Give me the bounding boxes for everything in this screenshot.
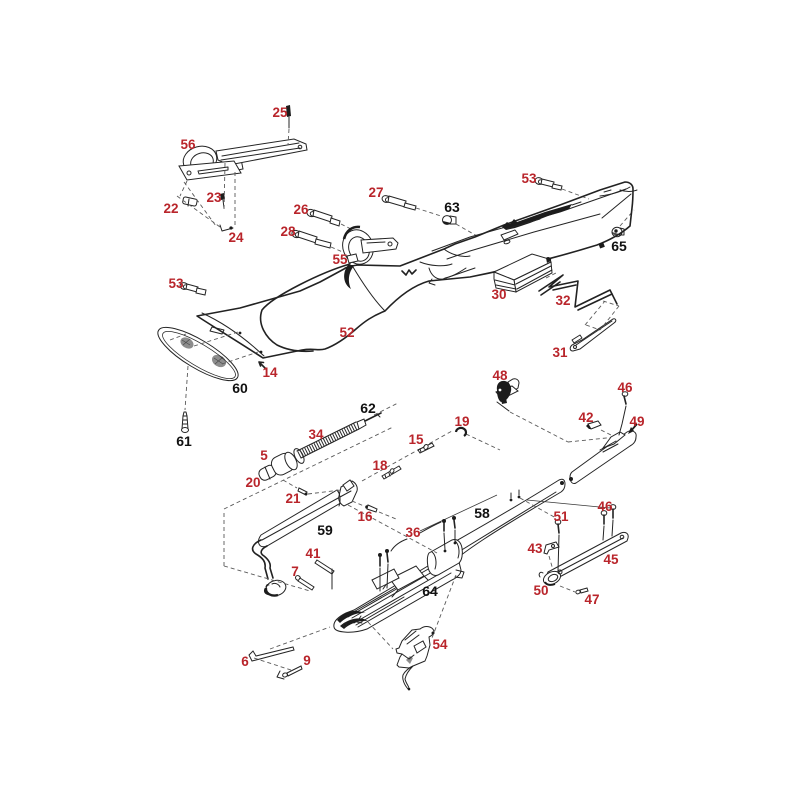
svg-text:42: 42 [578, 410, 593, 425]
svg-text:15: 15 [408, 432, 424, 447]
svg-text:31: 31 [552, 345, 568, 360]
svg-text:14: 14 [262, 365, 278, 380]
svg-text:9: 9 [303, 653, 311, 668]
svg-text:7: 7 [291, 564, 299, 579]
svg-text:45: 45 [603, 552, 619, 567]
svg-text:50: 50 [533, 583, 548, 598]
svg-text:56: 56 [180, 137, 196, 152]
svg-text:51: 51 [553, 509, 569, 524]
svg-text:19: 19 [454, 414, 469, 429]
svg-text:27: 27 [368, 185, 383, 200]
svg-text:28: 28 [280, 224, 296, 239]
svg-text:49: 49 [629, 414, 644, 429]
svg-text:63: 63 [444, 199, 460, 215]
svg-text:58: 58 [474, 505, 490, 521]
svg-text:36: 36 [405, 525, 421, 540]
svg-text:53: 53 [521, 171, 537, 186]
svg-text:5: 5 [260, 448, 268, 463]
svg-text:54: 54 [432, 637, 448, 652]
svg-text:61: 61 [176, 433, 192, 449]
svg-text:6: 6 [241, 654, 249, 669]
svg-text:59: 59 [317, 522, 333, 538]
svg-text:25: 25 [272, 105, 288, 120]
svg-text:16: 16 [357, 509, 373, 524]
svg-text:62: 62 [360, 400, 376, 416]
svg-text:46: 46 [597, 499, 613, 514]
svg-text:30: 30 [491, 287, 506, 302]
svg-text:65: 65 [611, 238, 627, 254]
svg-text:43: 43 [527, 541, 543, 556]
svg-text:55: 55 [332, 252, 348, 267]
svg-text:34: 34 [308, 427, 324, 442]
svg-text:22: 22 [163, 201, 178, 216]
svg-text:60: 60 [232, 380, 248, 396]
svg-text:18: 18 [372, 458, 388, 473]
svg-text:47: 47 [584, 592, 599, 607]
svg-text:23: 23 [206, 190, 222, 205]
svg-text:21: 21 [285, 491, 301, 506]
svg-text:64: 64 [422, 583, 438, 599]
svg-text:48: 48 [492, 368, 508, 383]
svg-text:46: 46 [617, 380, 633, 395]
svg-text:32: 32 [555, 293, 570, 308]
svg-text:53: 53 [168, 276, 184, 291]
svg-text:41: 41 [305, 546, 321, 561]
svg-text:52: 52 [339, 325, 354, 340]
svg-text:20: 20 [245, 475, 260, 490]
svg-text:26: 26 [293, 202, 309, 217]
svg-text:24: 24 [228, 230, 244, 245]
